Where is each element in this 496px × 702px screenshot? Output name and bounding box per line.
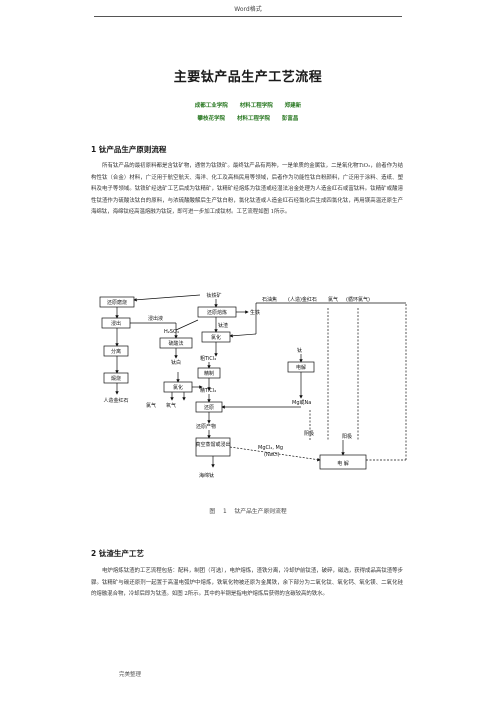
label-electrolysis-big: 电 解 <box>337 460 349 467</box>
author-line-2: 攀枝花学院 材料工程学院 彭富昌 <box>0 114 496 122</box>
label-mg-or-na: Mg或Na <box>292 399 311 406</box>
section-heading-2: 2 钛渣生产工艺 <box>91 549 144 558</box>
label-leach: 浸出 <box>111 320 121 327</box>
label-mgcl2: MgCl₂, Mg <box>258 445 283 451</box>
author-name: 郑建新 <box>284 103 302 109</box>
label-synthetic-rutile: 人造金红石 <box>103 397 128 404</box>
label-calcine: 煅烧 <box>111 375 121 382</box>
header-rule <box>94 16 402 17</box>
figure-caption: 图 1 钛产品生产原则流程 <box>0 506 496 515</box>
author-affiliation: 成都工业学院 <box>194 103 228 109</box>
figure-caption-label: 图 1 <box>209 509 227 515</box>
section-paragraph-1: 所有钛产品的最初原料都是含钛矿物，通常为钛铁矿。最终钛产品有两种，一是单质的金属… <box>91 163 403 216</box>
label-reduction-product: 还原产物 <box>196 423 216 430</box>
label-nacl: (NaCl) <box>264 452 280 458</box>
author-name: 彭富昌 <box>281 116 299 122</box>
label-refining: 精制 <box>204 370 214 377</box>
label-reduction: 还原 <box>204 404 214 411</box>
process-flow-diagram: 还原磨烧 浸出 分离 煅烧 人造金红石 钛铁矿 浸出液 H₂SO₄ 还原熔炼 钛… <box>99 292 407 479</box>
label-chlorine-left: 氯气 <box>146 402 156 409</box>
label-titanium-white: 钛白 <box>171 359 181 366</box>
page-footer: 完美整理 <box>119 672 142 678</box>
label-chlorine-top: 氯气 <box>328 296 338 303</box>
author-department: 材料工程学院 <box>239 103 273 109</box>
label-sulfate-process: 硫酸法 <box>168 340 183 347</box>
label-chlorination-mid: 氯化 <box>173 384 183 391</box>
label-ilmenite: 钛铁矿 <box>206 292 221 299</box>
label-petroleum-coke: 石油焦 <box>262 296 277 303</box>
label-oxygen: 氧气 <box>166 402 176 409</box>
label-recycled-chlorine: (循环氯气) <box>346 296 370 303</box>
label-sponge-titanium: 海绵钛 <box>199 472 214 479</box>
label-pure-ticl4: 精TiCl₄ <box>200 387 216 394</box>
label-separation: 分离 <box>111 348 121 355</box>
label-titanium: 钛 <box>297 347 302 354</box>
label-pig-iron: 生铁 <box>250 309 260 316</box>
label-electrolysis-small: 电解 <box>296 364 306 371</box>
label-smelting: 还原熔炼 <box>207 309 227 316</box>
label-h2so4: H₂SO₄ <box>164 329 179 335</box>
label-top-rutile: (人造)金红石 <box>288 296 317 303</box>
author-line-1: 成都工业学院 材料工程学院 郑建新 <box>0 101 496 109</box>
page-header: Word格式 <box>234 6 262 13</box>
section-paragraph-2: 电炉熔炼钛渣的工艺流程包括：配料，制团（可选），电炉熔炼，渣铁分离，冷却炉前钛渣… <box>91 568 403 598</box>
section-heading-1: 1 钛产品生产原则流程 <box>91 145 167 154</box>
label-crude-ticl4: 粗TiCl₄ <box>200 355 216 362</box>
label-leach-liquor: 浸出液 <box>148 315 163 322</box>
author-department: 材料工程学院 <box>236 116 270 122</box>
document-title: 主要钛产品生产工艺流程 <box>173 70 323 85</box>
label-cathode: 阴极 <box>304 430 314 437</box>
label-chlorination-top: 氯化 <box>211 334 221 341</box>
label-slag: 钛渣 <box>218 322 228 329</box>
label-vacuum-distill: 真空蒸馏或浸出 <box>195 441 230 448</box>
author-affiliation: 攀枝花学院 <box>197 116 226 122</box>
label-anode: 阳极 <box>342 433 352 440</box>
figure-caption-text: 钛产品生产原则流程 <box>234 509 287 515</box>
label-reduction-roast: 还原磨烧 <box>107 299 127 306</box>
